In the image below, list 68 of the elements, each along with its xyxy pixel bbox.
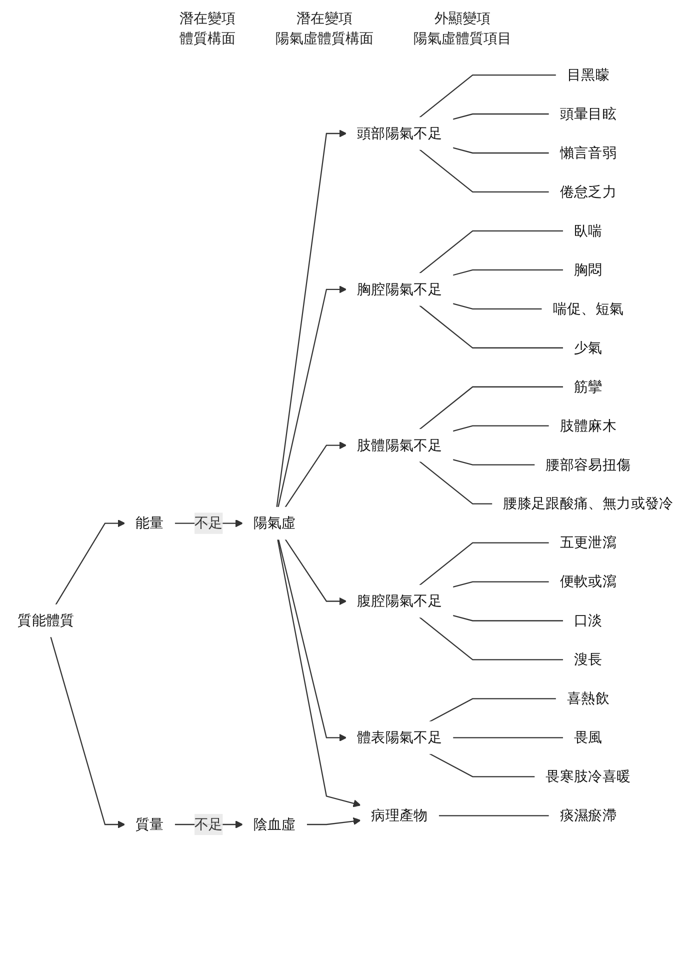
connector (419, 616, 564, 660)
node-text: 頭暈目眩 (560, 105, 617, 122)
connector (452, 269, 564, 276)
node-text: 體表陽氣不足 (357, 728, 442, 746)
arrow (306, 817, 361, 826)
connector (452, 458, 536, 466)
connector (452, 303, 542, 310)
node-text: 肢體陽氣不足 (357, 436, 442, 454)
node-text: 腹腔陽氣不足 (357, 592, 442, 610)
connector (429, 753, 536, 778)
node-text: 肢體麻木 (560, 416, 617, 434)
node-text: 畏寒肢冷喜暖 (546, 768, 631, 785)
connector (452, 581, 550, 588)
connector (452, 147, 550, 154)
connector (419, 386, 564, 430)
edge-label: 不足 (194, 816, 223, 832)
arrow (278, 539, 347, 742)
connector (452, 113, 550, 120)
node-text: 腰部容易扭傷 (546, 456, 631, 473)
connector (419, 304, 564, 348)
edge-label: 不足 (194, 514, 223, 532)
node-text: 陰血虛 (253, 816, 296, 832)
node-text: 溲長 (574, 650, 602, 668)
node-text: 能量 (136, 514, 164, 532)
node-text: 懶言音弱 (560, 144, 617, 161)
node-text: 倦怠乏力 (560, 183, 617, 200)
connector (452, 614, 564, 622)
arrow (284, 441, 347, 508)
arrow (55, 519, 126, 606)
column-heading: 陽氣虛體質項目 (414, 30, 512, 48)
connector (429, 698, 556, 722)
node-text: 腰膝足跟酸痛、無力或發冷 (503, 494, 674, 512)
arrow (277, 539, 361, 808)
connector (419, 149, 550, 193)
node-text: 陽氣虛 (253, 514, 296, 532)
connector (419, 74, 556, 118)
column-heading: 潛在變項 (296, 10, 354, 28)
arrow (276, 130, 347, 508)
connector (438, 815, 550, 816)
connector (452, 425, 550, 432)
node-text: 喜熱飲 (566, 690, 610, 707)
node-text: 痰濕瘀滯 (560, 806, 617, 824)
node-text: 質能體質 (18, 612, 74, 629)
node-text: 少氣 (574, 339, 602, 356)
node-text: 五更泄瀉 (560, 534, 617, 551)
column-heading: 體質構面 (180, 30, 236, 48)
connector (419, 542, 550, 586)
node-text: 病理產物 (371, 806, 428, 824)
node-text: 臥喘 (574, 222, 602, 239)
connector (419, 230, 564, 274)
arrow (284, 538, 347, 606)
connector (419, 460, 493, 504)
node-text: 胸悶 (574, 261, 602, 278)
node-text: 頭部陽氣不足 (357, 124, 442, 142)
node-text: 胸腔陽氣不足 (357, 280, 442, 298)
node-text: 質量 (136, 816, 164, 832)
node-text: 筋攣 (574, 378, 602, 395)
node-text: 畏風 (574, 728, 602, 746)
arrow (50, 636, 126, 828)
node-text: 便軟或瀉 (560, 572, 617, 590)
node-text: 口淡 (574, 612, 602, 629)
column-heading: 陽氣虛體質構面 (276, 30, 374, 48)
node-text: 目黑矇 (566, 66, 610, 84)
node-text: 喘促、短氣 (552, 300, 624, 317)
connector (452, 737, 564, 738)
column-heading: 潛在變項 (180, 10, 236, 28)
arrow (278, 286, 347, 508)
column-heading: 外顯變項 (434, 10, 492, 28)
